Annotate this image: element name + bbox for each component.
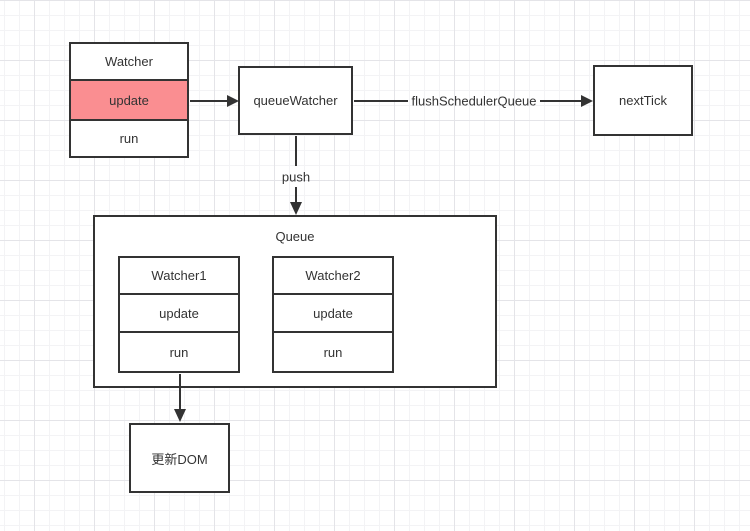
node-update-dom-label: 更新DOM bbox=[151, 451, 208, 467]
node-watcher1-run-cell: run bbox=[120, 331, 238, 371]
node-watcher2[interactable]: Watcher2 update run bbox=[272, 256, 394, 373]
node-watcher1-run-label: run bbox=[169, 344, 189, 360]
node-watcher1[interactable]: Watcher1 update run bbox=[118, 256, 240, 373]
node-watcher2-update-label: update bbox=[313, 305, 353, 321]
node-watcher-run-label: run bbox=[119, 131, 139, 146]
node-queue-watcher[interactable]: queueWatcher bbox=[238, 66, 353, 135]
node-watcher-run-cell: run bbox=[71, 119, 187, 156]
node-watcher2-run-label: run bbox=[323, 344, 343, 360]
node-watcher2-update-cell: update bbox=[274, 293, 392, 331]
node-next-tick-label: nextTick bbox=[619, 93, 667, 108]
arrowhead-right-icon bbox=[581, 95, 593, 107]
edge-label-flush-scheduler-queue: flushSchedulerQueue bbox=[411, 93, 537, 109]
node-update-dom[interactable]: 更新DOM bbox=[129, 423, 230, 493]
node-next-tick[interactable]: nextTick bbox=[593, 65, 693, 136]
queue-container-title: Queue bbox=[275, 229, 315, 244]
arrowhead-down-icon bbox=[290, 202, 302, 215]
node-watcher-update-label: update bbox=[109, 92, 149, 108]
node-watcher2-title-cell: Watcher2 bbox=[274, 258, 392, 293]
node-watcher1-title-cell: Watcher1 bbox=[120, 258, 238, 293]
node-watcher2-run-cell: run bbox=[274, 331, 392, 371]
arrowhead-down-icon bbox=[174, 409, 186, 422]
node-watcher-title: Watcher bbox=[105, 54, 153, 69]
node-watcher1-update-cell: update bbox=[120, 293, 238, 331]
node-watcher2-title: Watcher2 bbox=[305, 268, 361, 283]
node-watcher[interactable]: Watcher update run bbox=[69, 42, 189, 158]
node-watcher-update-cell: update bbox=[71, 79, 187, 119]
node-queue-watcher-label: queueWatcher bbox=[253, 93, 338, 108]
node-watcher-title-cell: Watcher bbox=[71, 44, 187, 79]
edge-label-push: push bbox=[281, 169, 311, 185]
edge-update-to-queuewatcher[interactable] bbox=[190, 95, 239, 107]
node-watcher1-title: Watcher1 bbox=[151, 268, 207, 283]
node-watcher1-update-label: update bbox=[159, 305, 199, 321]
